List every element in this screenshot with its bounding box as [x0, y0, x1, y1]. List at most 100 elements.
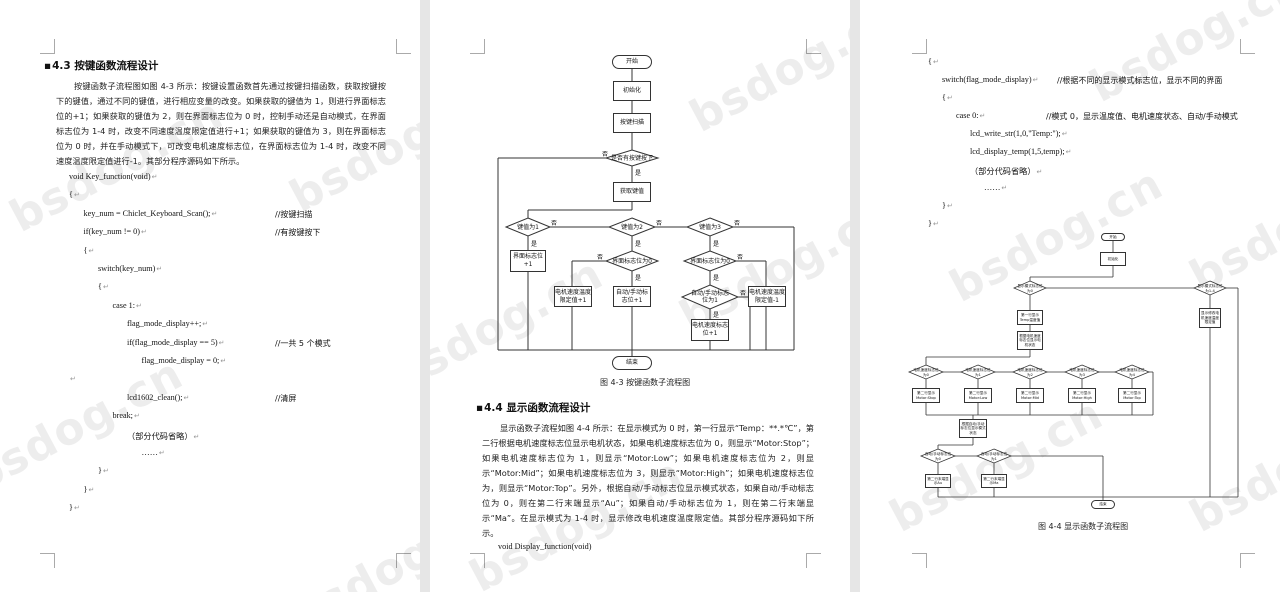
flow-label-no: 否: [740, 290, 747, 297]
flowchart-connectors: [907, 241, 1239, 500]
page-corner-mark: [470, 553, 485, 568]
paragraph-mark-icon: ↵: [88, 246, 95, 255]
code-text: case 1:: [112, 300, 136, 310]
code-line: ……↵: [142, 448, 165, 457]
code-text: }: [928, 219, 932, 228]
flow-by-speed: 根据电机速度标志位显示电机状态: [1017, 331, 1043, 350]
paragraph-mark-icon: ↵: [183, 393, 190, 402]
paragraph-mark-icon: ↵: [133, 412, 140, 421]
flow-decision-pressed: 是否有按键按下: [610, 154, 653, 162]
code-text: case 0:: [956, 111, 979, 120]
code-text: {: [69, 190, 73, 200]
figure-caption-4-3: 图 4-3 按键函数子流程图: [600, 378, 691, 387]
flow-decision-mode0: 显示模式标志位为0: [1017, 284, 1043, 293]
paragraph-mark-icon: ↵: [151, 173, 158, 181]
section-heading-4-4: ▪4.4 显示函数流程设计: [476, 400, 590, 415]
code-comment: //根据不同的显示模式标志位，显示不同的界面: [1057, 76, 1223, 85]
paragraph-mark-icon: ↵: [218, 338, 225, 347]
flow-end: 结束: [612, 356, 652, 370]
figure-caption-4-4: 图 4-4 显示函数子流程图: [1038, 522, 1129, 531]
document-page-1: bsdog.cn bsdog.cn bsdog.cn bsdog.cn ▪4.3…: [0, 0, 420, 592]
paragraph-mark-icon: ↵: [932, 58, 939, 66]
body-paragraph: 显示函数子流程如图 4-4 所示：在显示模式为 0 时，第一行显示“Temp：*…: [482, 423, 814, 538]
code-text: lcd1602_clean();: [127, 392, 183, 402]
paragraph-mark-icon: ↵: [73, 504, 80, 513]
page-corner-mark: [1240, 39, 1255, 54]
flow-decision-auto-manual: 自动/手动标志位为1: [690, 290, 730, 304]
flow-get-value: 获取键值: [613, 182, 651, 202]
code-text: }: [69, 503, 73, 513]
paragraph-mark-icon: ↵: [73, 191, 80, 200]
flow-start: 开始: [612, 55, 652, 69]
code-line: {↵: [69, 190, 80, 199]
paragraph-mark-icon: ↵: [946, 202, 953, 210]
code-text: if(key_num != 0): [83, 227, 140, 237]
code-line: flag_mode_display = 0;↵: [142, 356, 227, 365]
code-line: }↵: [942, 201, 953, 210]
section-heading-4-3: ▪4.3 按键函数流程设计: [44, 58, 158, 73]
document-page-2: bsdog.cn bsdog.cn bsdog.cn bsdog.cn: [430, 0, 850, 592]
flow-decision-auto0: 自动/手动标志位为0: [924, 452, 952, 461]
flow-output-motor: 第二行显示Motor:Low: [964, 388, 992, 403]
page-corner-mark: [912, 39, 927, 54]
code-line: {↵: [928, 57, 939, 66]
flow-output-motor: 第二行显示Motor:Top: [1118, 388, 1146, 403]
flow-output-motor: 第二行显示Motor:Mid: [1016, 388, 1044, 403]
code-line: {↵: [942, 93, 953, 102]
paragraph-mark-icon: ↵: [70, 375, 76, 384]
flow-line1-temp: 第一行显示Temp温度值: [1017, 310, 1043, 325]
code-text: }: [98, 466, 102, 476]
heading-bullet: ▪: [476, 402, 484, 414]
code-text: switch(flag_mode_display): [942, 75, 1032, 84]
flow-start: 开始: [1101, 233, 1125, 241]
paragraph-mark-icon: ↵: [158, 449, 165, 457]
paragraph-mark-icon: ↵: [156, 265, 163, 273]
code-line: {↵: [98, 282, 109, 291]
code-line: lcd1602_clean();↵//清屏: [127, 392, 296, 403]
code-line: switch(flag_mode_display)↵ //根据不同的显示模式标志位…: [942, 75, 1222, 85]
document-page-3: bsdog.cn bsdog.cn bsdog.cn bsdog.cn bsdo…: [860, 0, 1280, 592]
code-line: （部分代码省略）↵: [127, 430, 199, 442]
code-comment: //按键扫描: [275, 209, 313, 219]
flow-decision-iface-zero: 界面标志位为0: [690, 257, 730, 265]
flow-label-no: 否: [737, 254, 744, 261]
watermark: bsdog.cn: [0, 348, 192, 503]
paragraph-mark-icon: ↵: [136, 301, 142, 310]
paragraph-mark-icon: ↵: [932, 220, 939, 228]
code-line: （部分代码省略）↵: [970, 165, 1042, 177]
code-text: lcd_write_str(1,0,"Temp:");: [970, 129, 1061, 138]
flow-decision-speed: 电机速度标志位为3: [1069, 368, 1095, 377]
page-corner-mark: [40, 553, 55, 568]
code-text: void Key_function(void): [69, 172, 151, 181]
page-corner-mark: [396, 39, 411, 54]
flow-label-no: 否: [551, 220, 558, 227]
flow-decision-iface-zero: 界面标志位为0: [612, 257, 652, 265]
flow-label-yes: 是: [635, 241, 642, 248]
code-line: key_num = Chiclet_Keyboard_Scan();↵//按键扫…: [84, 209, 313, 219]
paragraph-mark-icon: ↵: [1061, 130, 1068, 138]
code-line: ↵: [69, 374, 76, 383]
paragraph-mark-icon: ↵: [193, 432, 200, 441]
flow-label-yes: 是: [713, 312, 720, 319]
paragraph-mark-icon: ↵: [220, 357, 227, 365]
code-line: }↵: [84, 485, 95, 494]
code-comment: //模式 0，显示温度值、电机速度状态、自动/手动模式: [1046, 112, 1238, 121]
paragraph-mark-icon: ↵: [88, 485, 95, 494]
paragraph-mark-icon: ↵: [1001, 184, 1008, 192]
code-line: if(key_num != 0)↵ //有按键按下: [83, 227, 321, 237]
flow-scan: 按键扫描: [613, 113, 651, 133]
body-paragraph: 按键函数子流程图如图 4-3 所示：按键设置函数首先通过按键扫描函数，获取按键按…: [56, 81, 386, 166]
paragraph-mark-icon: ↵: [140, 228, 147, 237]
paragraph-mark-icon: ↵: [1032, 76, 1039, 84]
paragraph-mark-icon: ↵: [979, 112, 986, 120]
flow-decision-key3: 键值为3: [699, 223, 721, 231]
watermark: bsdog.cn: [281, 488, 420, 592]
flow-decision-auto1: 自动/手动标志位为1: [980, 452, 1008, 461]
page-corner-mark: [40, 39, 55, 54]
code-line: case 1:↵: [113, 301, 142, 310]
page-corner-mark: [912, 553, 927, 568]
code-text: {: [928, 57, 932, 66]
code-comment: //有按键按下: [275, 228, 321, 238]
paragraph-mark-icon: ↵: [946, 94, 953, 102]
flow-decision-key1: 键值为1: [517, 223, 539, 231]
